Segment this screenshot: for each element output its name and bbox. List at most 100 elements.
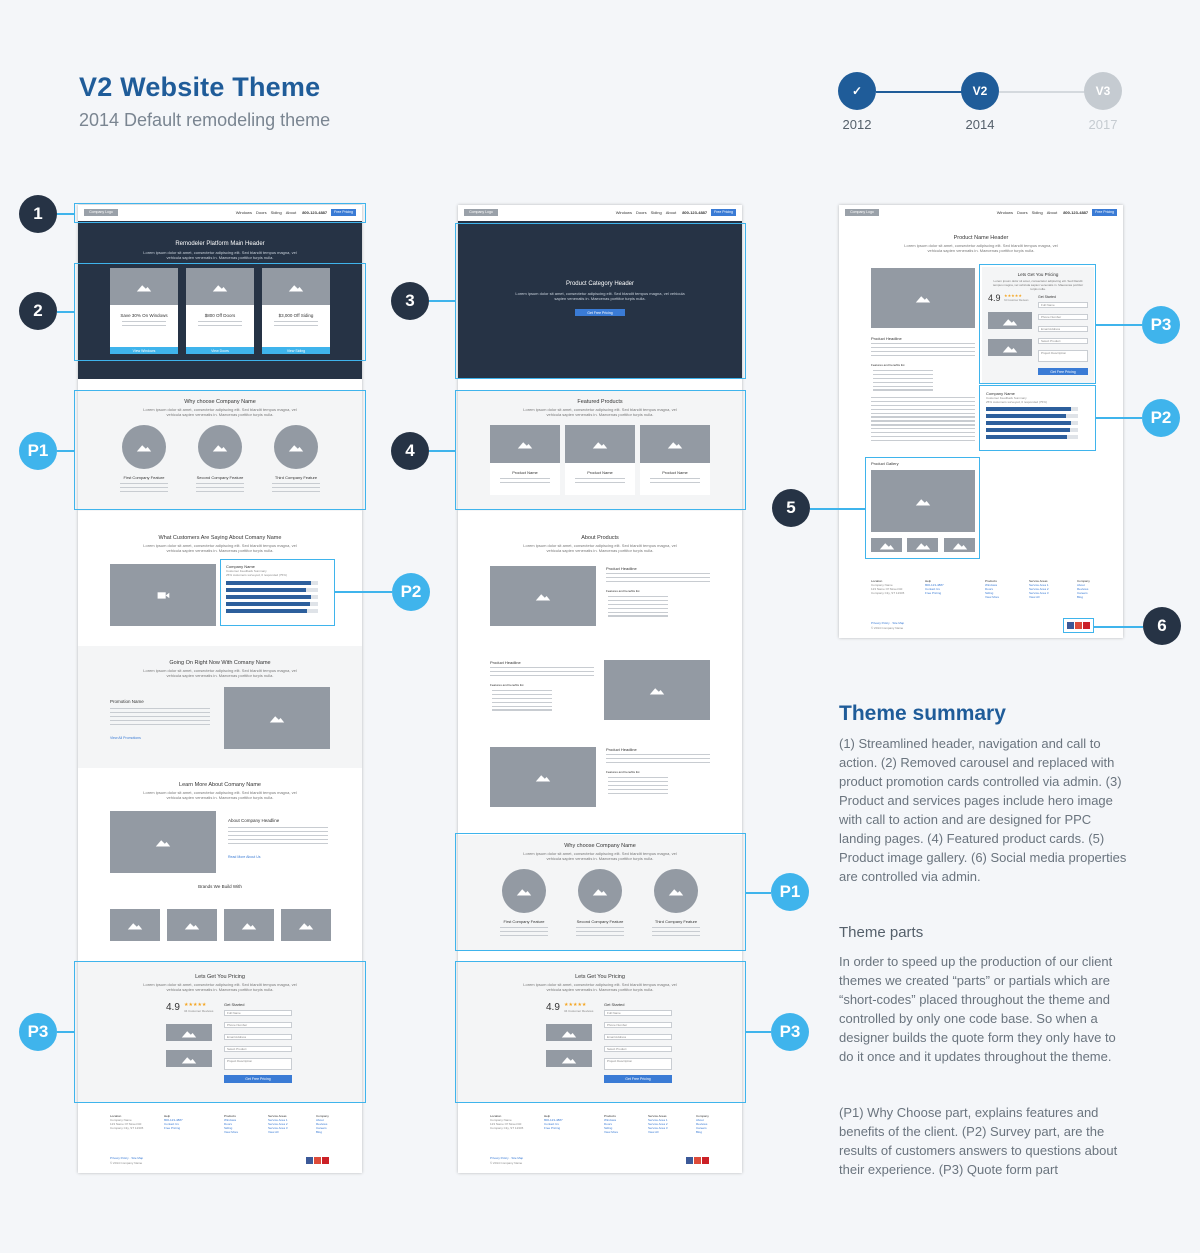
nav-link[interactable]: About — [1046, 209, 1058, 215]
summary-text: (1) Streamlined header, navigation and c… — [839, 736, 1127, 884]
image-placeholder-icon — [654, 869, 698, 913]
get-started-label: Get Started — [604, 1002, 625, 1007]
brands-title: Brands We Build With — [198, 884, 242, 889]
nav-cta-button[interactable]: Free Pricing — [1092, 208, 1117, 216]
quote-section: Lets Get You Pricing Lorem ipsum dolor s… — [458, 962, 742, 1102]
gallery-thumbnail[interactable] — [944, 538, 975, 552]
image-placeholder-icon — [186, 268, 254, 305]
get-pricing-button[interactable]: Get Free Pricing — [1038, 368, 1088, 375]
product-headline: Product Headline — [606, 747, 637, 752]
nav-link[interactable]: Siding — [1031, 209, 1043, 215]
nav-link[interactable]: About — [285, 209, 297, 215]
nav-link[interactable]: Windows — [996, 209, 1013, 215]
gallery-thumbnail[interactable] — [907, 538, 938, 552]
nav-link[interactable]: Siding — [650, 209, 662, 215]
product-headline: Product Headline — [606, 566, 637, 571]
product-card[interactable]: Product Name — [640, 425, 710, 495]
google-plus-icon[interactable] — [1075, 622, 1082, 629]
facebook-icon[interactable] — [306, 1157, 313, 1164]
pinterest-icon[interactable] — [1083, 622, 1090, 629]
email-field[interactable]: Email Address — [1038, 326, 1088, 332]
social-links — [686, 1157, 709, 1164]
rating-value: 4.9 — [166, 1002, 180, 1013]
highlight-box-4 — [455, 390, 746, 510]
phone-field[interactable]: Phone Number — [224, 1022, 292, 1028]
product-select[interactable]: Select Product — [604, 1046, 672, 1052]
section-title: Why choose Company Name — [184, 399, 256, 405]
parts-text-2: (P1) Why Choose part, explains features … — [839, 1105, 1118, 1177]
product-select[interactable]: Select Product — [1038, 338, 1088, 344]
product-card[interactable]: Product Name — [490, 425, 560, 495]
feature-title: Second Company Feature — [576, 919, 624, 924]
survey-bar — [986, 428, 1078, 432]
highlight-box-p2 — [979, 385, 1096, 451]
phone-field[interactable]: Phone Number — [1038, 314, 1088, 320]
nav-link[interactable]: Doors — [255, 209, 267, 215]
nav-cta-button[interactable]: Free Pricing — [331, 208, 356, 216]
gallery-thumbnail[interactable] — [871, 538, 902, 552]
nav-phone: 800-123-4887 — [1063, 209, 1089, 215]
footer-legal[interactable]: Privacy Policy · Site Map — [490, 1156, 524, 1160]
hero-cta-button[interactable]: Get Free Pricing — [575, 309, 625, 316]
hero-title: Remodeler Platform Main Header — [175, 241, 265, 247]
nav-link[interactable]: Doors — [1016, 209, 1028, 215]
email-field[interactable]: Email Address — [224, 1034, 292, 1040]
name-field[interactable]: Full Name — [604, 1010, 672, 1016]
description-field[interactable]: Project Description — [1038, 350, 1088, 362]
social-links — [306, 1157, 329, 1164]
view-promotions-link[interactable]: View All Promotions — [110, 736, 141, 740]
product-card[interactable]: Product Name — [565, 425, 635, 495]
get-pricing-button[interactable]: Get Free Pricing — [604, 1075, 672, 1083]
product-select[interactable]: Select Product — [224, 1046, 292, 1052]
video-icon[interactable] — [110, 564, 216, 626]
benefits-title: Features and benefits list — [871, 363, 905, 367]
phone-field[interactable]: Phone Number — [604, 1022, 672, 1028]
description-field[interactable]: Project Description — [224, 1058, 292, 1070]
name-field[interactable]: Full Name — [224, 1010, 292, 1016]
survey-bar — [986, 435, 1078, 439]
pinterest-icon[interactable] — [702, 1157, 709, 1164]
survey-bar — [226, 595, 318, 599]
company-logo: Company Logo — [845, 208, 879, 216]
category-hero: Product Category Header Lorem ipsum dolo… — [458, 221, 742, 379]
read-more-link[interactable]: Read More About Us — [228, 855, 261, 859]
nav-cta-button[interactable]: Free Pricing — [711, 208, 736, 216]
nav-link[interactable]: Windows — [235, 209, 252, 215]
facebook-icon[interactable] — [1067, 622, 1074, 629]
google-plus-icon[interactable] — [694, 1157, 701, 1164]
promo-button[interactable]: View Windows — [110, 347, 178, 354]
image-placeholder-icon[interactable] — [871, 470, 975, 532]
facebook-icon[interactable] — [686, 1157, 693, 1164]
footer-legal[interactable]: Privacy Policy · Site Map — [871, 621, 905, 625]
footer-legal[interactable]: Privacy Policy · Site Map — [110, 1156, 144, 1160]
get-pricing-button[interactable]: Get Free Pricing — [224, 1075, 292, 1083]
nav-link[interactable]: About — [665, 209, 677, 215]
description-field[interactable]: Project Description — [604, 1058, 672, 1070]
marker-p1: P1 — [19, 432, 57, 470]
nav-link[interactable]: Windows — [615, 209, 632, 215]
pinterest-icon[interactable] — [322, 1157, 329, 1164]
highlight-box-p1 — [455, 833, 746, 951]
nav-link[interactable]: Siding — [270, 209, 282, 215]
email-field[interactable]: Email Address — [604, 1034, 672, 1040]
promo-title: $800 Off Doors — [204, 313, 236, 318]
image-placeholder-icon — [110, 909, 160, 941]
hero-text: Lorem ipsum dolor sit amet, consectetur … — [143, 250, 297, 260]
promo-button[interactable]: View Siding — [262, 347, 330, 354]
survey-sub2: 25% customers surveyed, 0 responded (75%… — [986, 400, 1047, 404]
connector-line — [1096, 324, 1142, 326]
highlight-box-5 — [865, 457, 980, 559]
section-text: Lorem ipsum dolor sit amet, consectetur … — [143, 407, 297, 417]
marker-p3: P3 — [19, 1013, 57, 1051]
social-links — [1067, 622, 1090, 629]
promo-button[interactable]: View Doors — [186, 347, 254, 354]
google-plus-icon[interactable] — [314, 1157, 321, 1164]
connector-line — [57, 213, 74, 215]
name-field[interactable]: Full Name — [1038, 302, 1088, 308]
nav-link[interactable]: Doors — [635, 209, 647, 215]
rating-value: 4.9 — [546, 1002, 560, 1013]
